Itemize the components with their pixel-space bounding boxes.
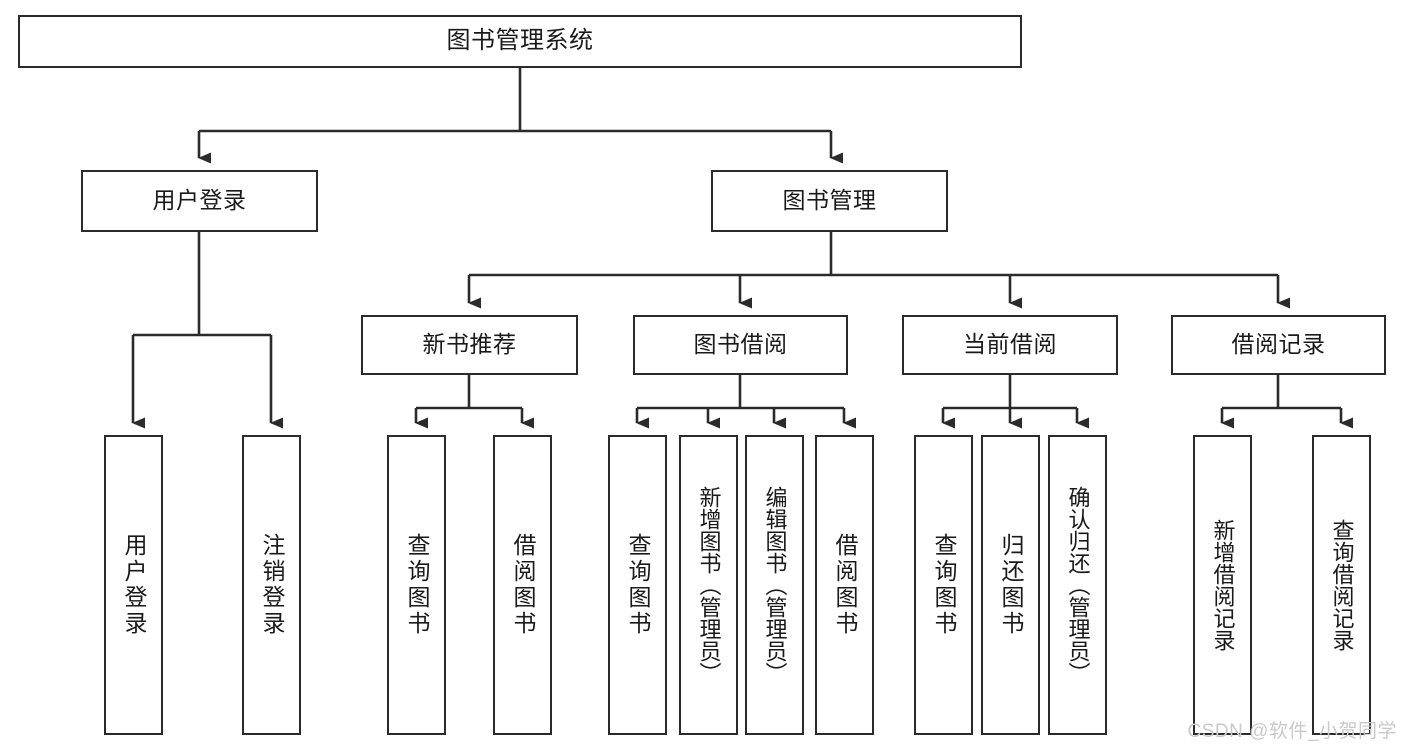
node-current-borrow[interactable]: 当前借阅 xyxy=(902,315,1118,375)
node-label: 新书推荐 xyxy=(422,331,517,358)
node-label: 图书管理系统 xyxy=(446,27,594,55)
node-new-book-recommend[interactable]: 新书推荐 xyxy=(361,315,578,375)
node-label: 确认归还（管理员） xyxy=(1065,486,1091,684)
node-leaf-query-borrow-record[interactable]: 查询借阅记录 xyxy=(1312,435,1371,735)
node-book-borrow[interactable]: 图书借阅 xyxy=(633,315,848,375)
node-label: 用户登录 xyxy=(121,533,147,637)
node-label: 用户登录 xyxy=(152,187,247,214)
node-label: 归还图书 xyxy=(998,533,1024,637)
node-leaf-edit-book-admin[interactable]: 编辑图书（管理员） xyxy=(745,435,804,735)
node-leaf-return-book[interactable]: 归还图书 xyxy=(981,435,1040,735)
node-leaf-query-book-borrow[interactable]: 查询图书 xyxy=(608,435,667,735)
node-leaf-logout[interactable]: 注销登录 xyxy=(242,435,301,735)
node-label: 借阅图书 xyxy=(510,533,536,637)
node-leaf-query-book-new[interactable]: 查询图书 xyxy=(387,435,446,735)
node-label: 查询图书 xyxy=(931,533,957,637)
node-book-management[interactable]: 图书管理 xyxy=(711,170,948,232)
node-label: 查询图书 xyxy=(404,533,430,637)
node-user-login[interactable]: 用户登录 xyxy=(81,170,318,232)
node-leaf-add-book-admin[interactable]: 新增图书（管理员） xyxy=(679,435,738,735)
node-label: 查询图书 xyxy=(625,533,651,637)
node-label: 新增图书（管理员） xyxy=(696,486,722,684)
node-borrow-record[interactable]: 借阅记录 xyxy=(1171,315,1386,375)
node-leaf-user-login[interactable]: 用户登录 xyxy=(104,435,163,735)
node-leaf-borrow-book-new[interactable]: 借阅图书 xyxy=(493,435,552,735)
node-leaf-borrow-book[interactable]: 借阅图书 xyxy=(815,435,874,735)
node-root-system[interactable]: 图书管理系统 xyxy=(18,15,1022,68)
node-label: 注销登录 xyxy=(259,533,285,637)
node-leaf-add-borrow-record[interactable]: 新增借阅记录 xyxy=(1193,435,1252,735)
node-label: 新增借阅记录 xyxy=(1210,519,1236,651)
node-label: 查询借阅记录 xyxy=(1329,519,1355,651)
node-label: 图书借阅 xyxy=(693,331,788,358)
node-label: 当前借阅 xyxy=(963,331,1057,358)
node-leaf-confirm-return-admin[interactable]: 确认归还（管理员） xyxy=(1048,435,1107,735)
node-leaf-query-book-current[interactable]: 查询图书 xyxy=(914,435,973,735)
node-label: 编辑图书（管理员） xyxy=(762,486,788,684)
node-label: 借阅图书 xyxy=(832,533,858,637)
watermark: CSDN @软件_小贺同学 xyxy=(1187,721,1397,742)
node-label: 图书管理 xyxy=(782,187,877,214)
node-label: 借阅记录 xyxy=(1231,331,1326,358)
